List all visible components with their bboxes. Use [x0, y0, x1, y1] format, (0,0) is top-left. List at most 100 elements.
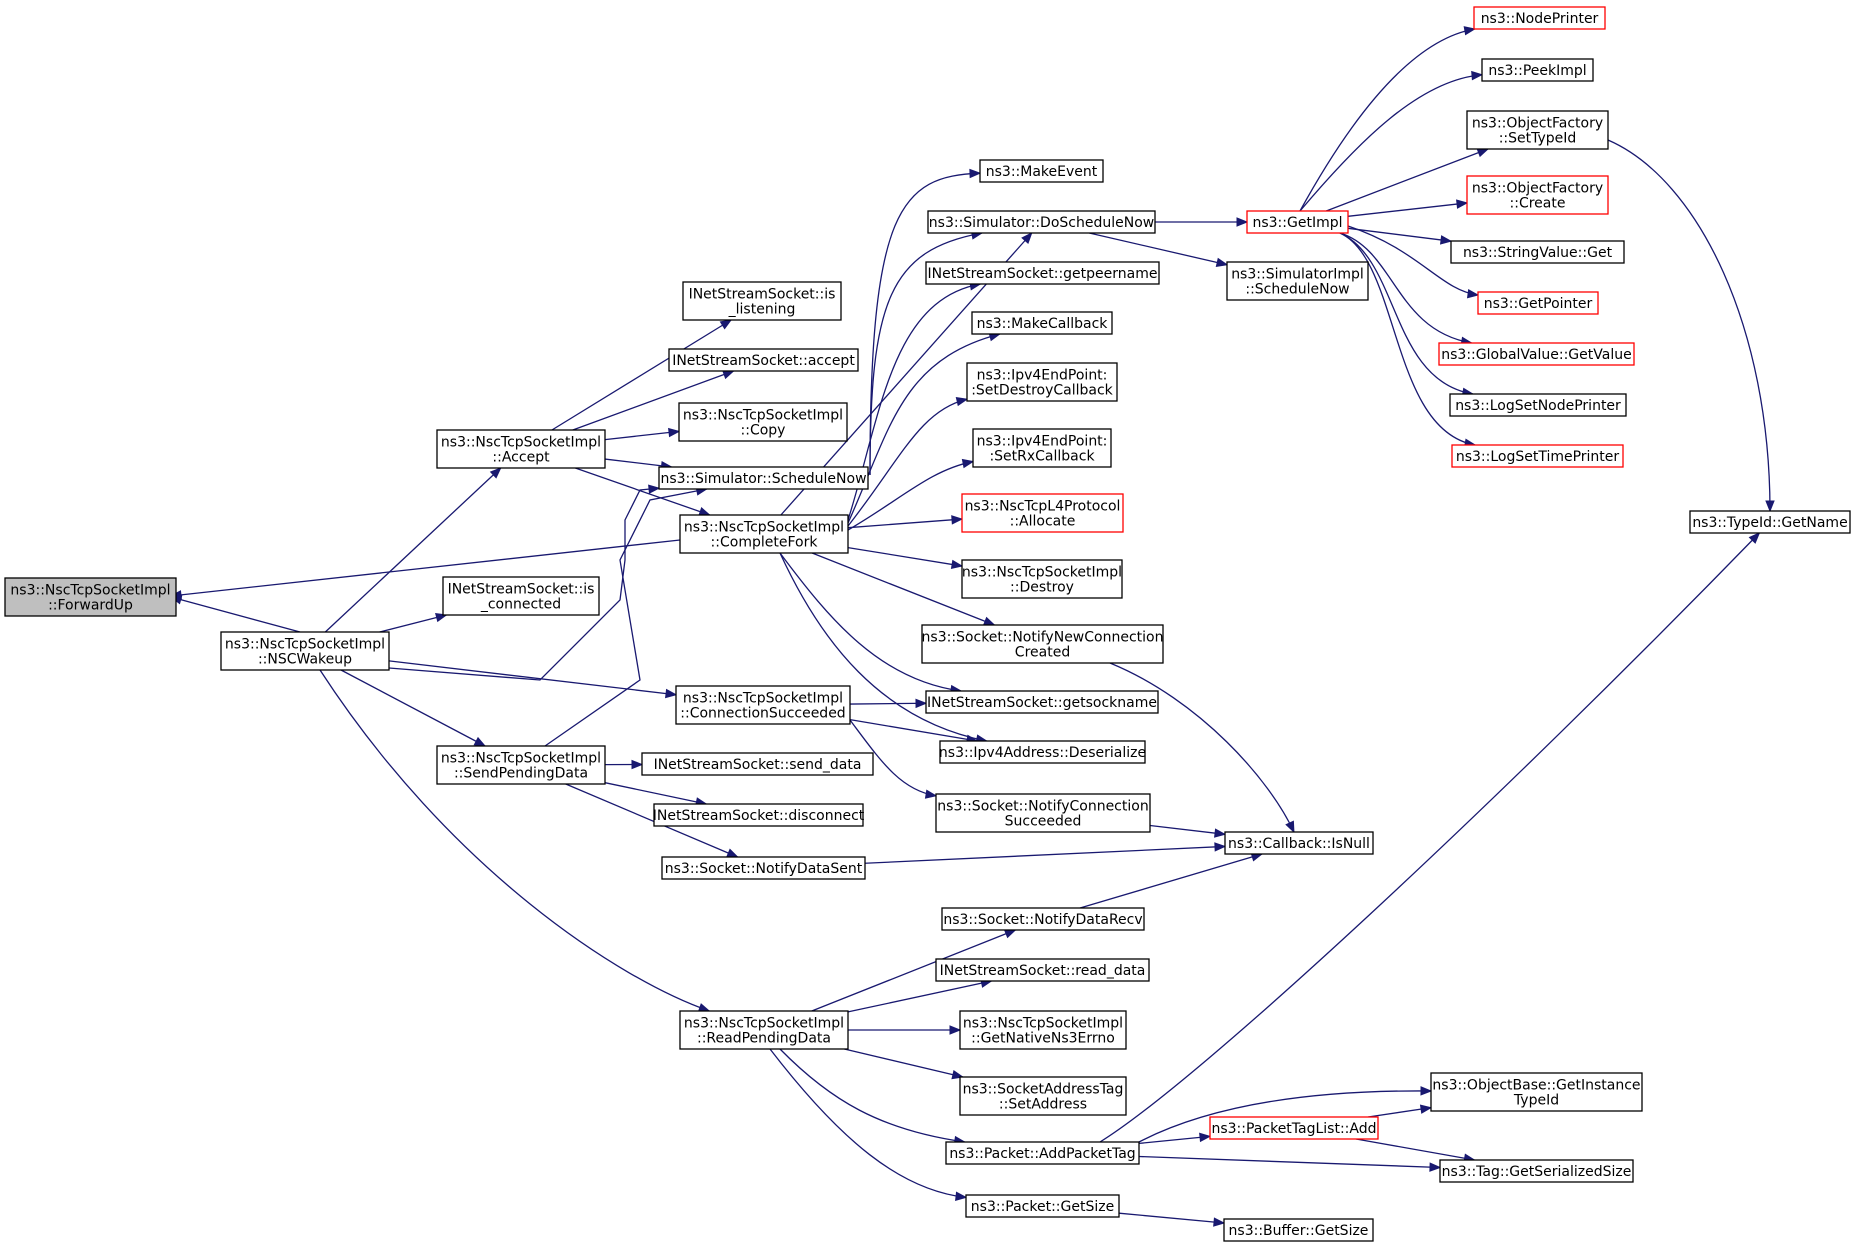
node-doschedulenow[interactable]: ns3::Simulator::DoScheduleNow [927, 210, 1156, 234]
node-destroy[interactable]: ns3::NscTcpSocketImpl::Destroy [961, 559, 1123, 599]
node-getnativeerrno[interactable]: ns3::NscTcpSocketImpl::GetNativeNs3Errno [959, 1010, 1127, 1050]
node-label: INetStreamSocket::getsockname [927, 695, 1157, 711]
node-label: ns3::PacketTagList::Add [1211, 1121, 1376, 1137]
node-label: TypeId [1513, 1093, 1559, 1109]
node-label: ns3::NscTcpSocketImpl [962, 565, 1122, 581]
edge-completefork-to-setrxcb [847, 458, 975, 531]
node-allocate[interactable]: ns3::NscTcpL4Protocol::Allocate [961, 493, 1124, 533]
node-box [658, 466, 869, 490]
edge-connsucceeded-to-notifyconnsucc [849, 719, 938, 799]
node-peekimpl[interactable]: ns3::PeekImpl [1481, 58, 1594, 82]
node-inet_send_data[interactable]: INetStreamSocket::send_data [641, 752, 874, 776]
node-label: ::SetTypeId [1499, 131, 1577, 147]
node-getimpl[interactable]: ns3::GetImpl [1246, 210, 1349, 234]
node-label: ns3::Socket::NotifyDataRecv [943, 912, 1142, 928]
node-inet_is_listening[interactable]: INetStreamSocket::is_listening [682, 281, 842, 321]
node-taggetserialized[interactable]: ns3::Tag::GetSerializedSize [1439, 1159, 1634, 1183]
node-box [436, 745, 606, 785]
node-box [1246, 210, 1349, 234]
edge-notifydatarecv-to-callbackisnull [1079, 852, 1264, 909]
node-label: ns3::GetImpl [1252, 215, 1342, 231]
node-accept[interactable]: ns3::NscTcpSocketImpl::Accept [436, 429, 606, 469]
node-ipv4deserialize[interactable]: ns3::Ipv4Address::Deserialize [939, 740, 1146, 764]
node-box [1451, 444, 1624, 468]
node-simimplschedulenow[interactable]: ns3::SimulatorImpl::ScheduleNow [1226, 261, 1369, 301]
edge-readpending-to-packetgetsize [769, 1048, 968, 1201]
node-typeidgetname[interactable]: ns3::TypeId::GetName [1689, 510, 1851, 534]
node-label: INetStreamSocket::send_data [654, 757, 862, 773]
node-completefork[interactable]: ns3::NscTcpSocketImpl::CompleteFork [679, 514, 849, 554]
node-label: ns3::NscTcpSocketImpl [963, 1016, 1123, 1032]
node-box [927, 210, 1156, 234]
node-label: ns3::Tag::GetSerializedSize [1442, 1164, 1632, 1180]
node-label: INetStreamSocket::is [689, 287, 836, 303]
node-nodeprinter[interactable]: ns3::NodePrinter [1473, 6, 1606, 30]
node-bufgetsize[interactable]: ns3::Buffer::GetSize [1223, 1218, 1374, 1242]
node-getpointer[interactable]: ns3::GetPointer [1477, 291, 1599, 315]
node-inet_getpeername[interactable]: INetStreamSocket::getpeername [925, 261, 1160, 285]
node-notifydatasent[interactable]: ns3::Socket::NotifyDataSent [661, 856, 866, 880]
edge-nscwakeup-to-accept [324, 467, 502, 633]
node-label: ns3::ObjectFactory [1472, 116, 1603, 132]
node-box [1449, 393, 1627, 417]
node-box [921, 624, 1164, 664]
node-inet_getsockname[interactable]: INetStreamSocket::getsockname [925, 690, 1159, 714]
node-setdestroycb[interactable]: ns3::Ipv4EndPoint::SetDestroyCallback [966, 362, 1118, 402]
node-box [1226, 261, 1369, 301]
node-label: ::Destroy [1010, 580, 1074, 596]
edge-ofsettypeid-to-typeidgetname [1607, 139, 1775, 513]
node-label: ns3::LogSetTimePrinter [1456, 449, 1620, 465]
node-readpending[interactable]: ns3::NscTcpSocketImpl::ReadPendingData [679, 1010, 849, 1050]
edge-getimpl-to-getpointer [1347, 225, 1480, 299]
edge-completefork-to-allocate [847, 515, 964, 529]
node-ofsettypeid[interactable]: ns3::ObjectFactory::SetTypeId [1466, 110, 1609, 150]
node-sendpending[interactable]: ns3::NscTcpSocketImpl::SendPendingData [436, 745, 606, 785]
edge-addpackettag-to-taggetserialized [1138, 1155, 1442, 1172]
node-callbackisnull[interactable]: ns3::Callback::IsNull [1224, 831, 1374, 855]
node-packettaglistadd[interactable]: ns3::PacketTagList::Add [1209, 1116, 1379, 1140]
node-label: ns3::NscTcpSocketImpl [10, 583, 170, 599]
node-notifydatarecv[interactable]: ns3::Socket::NotifyDataRecv [941, 907, 1145, 931]
node-schedulenow[interactable]: ns3::Simulator::ScheduleNow [658, 466, 869, 490]
node-setaddress[interactable]: ns3::SocketAddressTag::SetAddress [959, 1076, 1127, 1116]
node-label: ns3::StringValue::Get [1463, 245, 1613, 261]
node-box [941, 907, 1145, 931]
node-box [959, 1010, 1127, 1050]
node-makeevent[interactable]: ns3::MakeEvent [979, 159, 1104, 183]
node-makecallback[interactable]: ns3::MakeCallback [971, 311, 1113, 335]
node-label: ns3::Ipv4EndPoint: [977, 368, 1108, 384]
node-connsucceeded[interactable]: ns3::NscTcpSocketImpl::ConnectionSucceed… [675, 685, 851, 725]
node-label: ns3::NscTcpSocketImpl [684, 520, 844, 536]
node-box [1224, 831, 1374, 855]
node-setrxcb[interactable]: ns3::Ipv4EndPoint::SetRxCallback [972, 428, 1112, 468]
node-forwardup[interactable]: ns3::NscTcpSocketImpl::ForwardUp [4, 577, 177, 617]
edge-addpackettag-to-objbasegetinstance [1138, 1086, 1433, 1143]
node-copy[interactable]: ns3::NscTcpSocketImpl::Copy [678, 402, 848, 442]
node-inet_disconnect[interactable]: INetStreamSocket::disconnect [653, 803, 865, 827]
node-logsettimeprinter[interactable]: ns3::LogSetTimePrinter [1451, 444, 1624, 468]
node-inet_accept[interactable]: INetStreamSocket::accept [668, 348, 859, 372]
node-logsetnodeprinter[interactable]: ns3::LogSetNodePrinter [1449, 393, 1627, 417]
node-label: ns3::GlobalValue::GetValue [1441, 347, 1631, 363]
node-label: ns3::GetPointer [1484, 296, 1593, 312]
node-inet_is_connected[interactable]: INetStreamSocket::is_connected [442, 576, 600, 616]
edge-completefork-to-destroy [847, 546, 964, 570]
node-box [1689, 510, 1851, 534]
node-box [1209, 1116, 1379, 1140]
node-box [939, 740, 1146, 764]
node-stringvalueget[interactable]: ns3::StringValue::Get [1450, 240, 1625, 264]
node-box [925, 690, 1159, 714]
node-packetgetsize[interactable]: ns3::Packet::GetSize [965, 1194, 1120, 1218]
edge-doschedulenow-to-simimplschedulenow [1089, 232, 1229, 268]
node-gvgetvalue[interactable]: ns3::GlobalValue::GetValue [1438, 342, 1635, 366]
node-nscwakeup[interactable]: ns3::NscTcpSocketImpl::NSCWakeup [220, 631, 390, 671]
node-addpackettag[interactable]: ns3::Packet::AddPacketTag [945, 1141, 1140, 1165]
node-label: INetStreamSocket::disconnect [653, 808, 865, 824]
node-inet_read_data[interactable]: INetStreamSocket::read_data [935, 958, 1150, 982]
node-box [1477, 291, 1599, 315]
edge-packettaglistadd-to-objbasegetinstance [1368, 1104, 1433, 1118]
node-ofcreate[interactable]: ns3::ObjectFactory::Create [1466, 175, 1609, 215]
